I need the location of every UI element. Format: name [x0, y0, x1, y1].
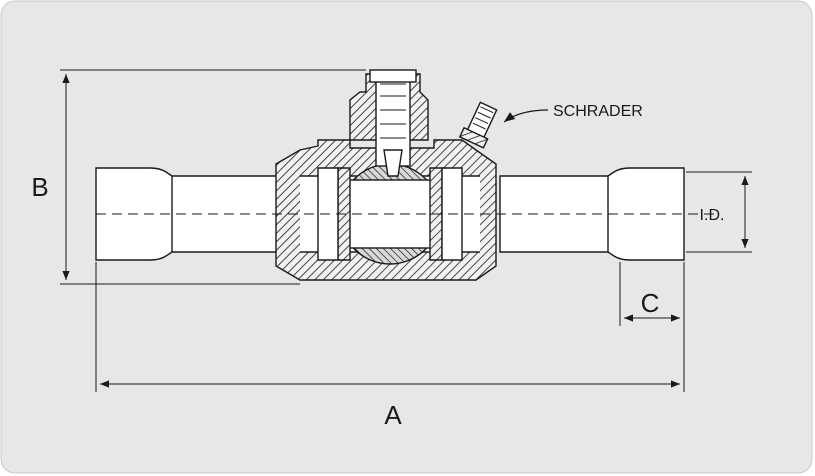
schrader-port	[458, 101, 498, 149]
id-label: I.D.	[700, 207, 725, 224]
dimension-id	[686, 171, 752, 253]
stem-tip	[383, 149, 403, 177]
schrader-label: SCHRADER	[553, 103, 643, 120]
dimension-c	[619, 262, 680, 326]
cap-top	[369, 69, 417, 83]
schrader-leader	[503, 109, 549, 123]
dim-b-label: B	[31, 172, 48, 202]
dim-c-label: C	[641, 288, 660, 318]
left-tube	[95, 167, 281, 261]
stem-threads	[380, 83, 406, 139]
dimension-b	[60, 69, 366, 285]
dim-a-label: A	[384, 400, 402, 430]
dimension-a	[95, 262, 685, 392]
